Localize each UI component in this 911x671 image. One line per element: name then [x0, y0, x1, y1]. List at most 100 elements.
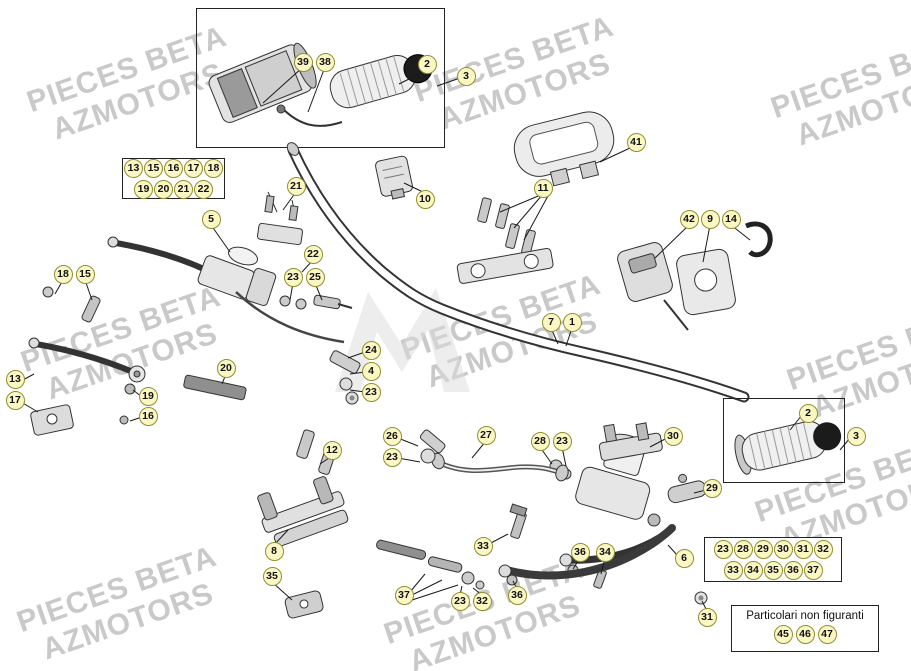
callout-18[interactable]: 18: [204, 158, 223, 178]
bar-mount-clamp: [456, 247, 554, 284]
throttle-grip-top: [329, 54, 433, 109]
callout-17[interactable]: 17: [184, 158, 203, 178]
throttle-cable: [281, 107, 343, 127]
callout-34[interactable]: 34: [743, 560, 763, 580]
callout-20[interactable]: 20: [154, 179, 173, 199]
callout-36[interactable]: 36: [783, 560, 803, 580]
instrument-cluster-41: [513, 111, 615, 187]
callout-35[interactable]: 35: [262, 566, 282, 586]
callout-16[interactable]: 16: [164, 158, 183, 178]
callout-30[interactable]: 30: [663, 426, 683, 446]
callout-27[interactable]: 27: [476, 425, 496, 445]
callout-35[interactable]: 35: [763, 560, 783, 580]
callout-8[interactable]: 8: [264, 541, 284, 561]
callout-2[interactable]: 2: [417, 54, 437, 74]
callout-28[interactable]: 28: [733, 539, 753, 559]
callout-23[interactable]: 23: [450, 591, 470, 611]
callout-37[interactable]: 37: [803, 560, 823, 580]
callout-36[interactable]: 36: [570, 542, 590, 562]
callout-15[interactable]: 15: [144, 158, 163, 178]
background-logo: [335, 288, 470, 392]
callout-14[interactable]: 14: [721, 209, 741, 229]
callout-13[interactable]: 13: [124, 158, 143, 178]
switch-10: [375, 155, 413, 200]
bolt-19: [124, 383, 136, 395]
callout-18[interactable]: 18: [53, 264, 73, 284]
callout-12[interactable]: 12: [322, 440, 342, 460]
callout-13[interactable]: 13: [5, 369, 25, 389]
callout-6[interactable]: 6: [674, 548, 694, 568]
callout-10[interactable]: 10: [415, 189, 435, 209]
callout-5[interactable]: 5: [201, 209, 221, 229]
callout-22[interactable]: 22: [303, 244, 323, 264]
callout-37[interactable]: 37: [394, 585, 414, 605]
callout-4[interactable]: 4: [361, 361, 381, 381]
bracket-21-22: [256, 191, 304, 246]
nut-16: [119, 415, 129, 425]
callout-15[interactable]: 15: [75, 264, 95, 284]
bolt-33: [509, 503, 528, 539]
callout-23[interactable]: 23: [382, 447, 402, 467]
callout-41[interactable]: 41: [626, 132, 646, 152]
callout-47[interactable]: 47: [817, 625, 837, 644]
lower-left-lever: [28, 337, 146, 383]
callout-32[interactable]: 32: [472, 591, 492, 611]
bar-mount-bolts-11: [477, 197, 536, 255]
callout-28[interactable]: 28: [530, 431, 550, 451]
callout-23[interactable]: 23: [283, 267, 303, 287]
callout-29[interactable]: 29: [753, 539, 773, 559]
callout-25[interactable]: 25: [305, 267, 325, 287]
callout-23[interactable]: 23: [361, 382, 381, 402]
callout-31[interactable]: 31: [697, 607, 717, 627]
callout-30[interactable]: 30: [773, 539, 793, 559]
callout-31[interactable]: 31: [793, 539, 813, 559]
bracket-30: [598, 422, 663, 461]
callout-1[interactable]: 1: [562, 312, 582, 332]
callout-3[interactable]: 3: [456, 66, 476, 86]
callout-22[interactable]: 22: [194, 179, 213, 199]
callout-17[interactable]: 17: [5, 390, 25, 410]
grommet-31: [694, 591, 708, 605]
callout-3[interactable]: 3: [846, 426, 866, 446]
callout-45[interactable]: 45: [773, 625, 793, 644]
callout-42[interactable]: 42: [679, 209, 699, 229]
callout-23[interactable]: 23: [552, 431, 572, 451]
callout-24[interactable]: 24: [361, 340, 381, 360]
banjo-cluster-24: [329, 350, 361, 405]
detail-box-top: [196, 8, 445, 148]
callout-46[interactable]: 46: [795, 625, 815, 644]
callout-32[interactable]: 32: [813, 539, 833, 559]
switch-9: [676, 248, 736, 316]
handlebar: [286, 142, 750, 403]
callout-33[interactable]: 33: [723, 560, 743, 580]
callout-21[interactable]: 21: [286, 176, 306, 196]
callout-34[interactable]: 34: [595, 542, 615, 562]
callout-2[interactable]: 2: [798, 403, 818, 423]
retaining-hook-14: [745, 221, 773, 258]
clutch-master-cylinder: [197, 246, 277, 307]
callout-26[interactable]: 26: [382, 426, 402, 446]
callout-38[interactable]: 38: [315, 52, 335, 72]
callout-19[interactable]: 19: [138, 386, 158, 406]
callout-23[interactable]: 23: [713, 539, 733, 559]
callout-33[interactable]: 33: [473, 536, 493, 556]
callout-19[interactable]: 19: [134, 179, 153, 199]
callout-9[interactable]: 9: [700, 209, 720, 229]
callout-7[interactable]: 7: [541, 312, 561, 332]
clutch-lever: [107, 236, 209, 273]
callout-36[interactable]: 36: [507, 585, 527, 605]
callout-29[interactable]: 29: [702, 478, 722, 498]
callout-21[interactable]: 21: [174, 179, 193, 199]
callout-16[interactable]: 16: [138, 406, 158, 426]
callout-39[interactable]: 39: [293, 52, 313, 72]
callout-11[interactable]: 11: [533, 178, 553, 198]
callout-20[interactable]: 20: [216, 358, 236, 378]
